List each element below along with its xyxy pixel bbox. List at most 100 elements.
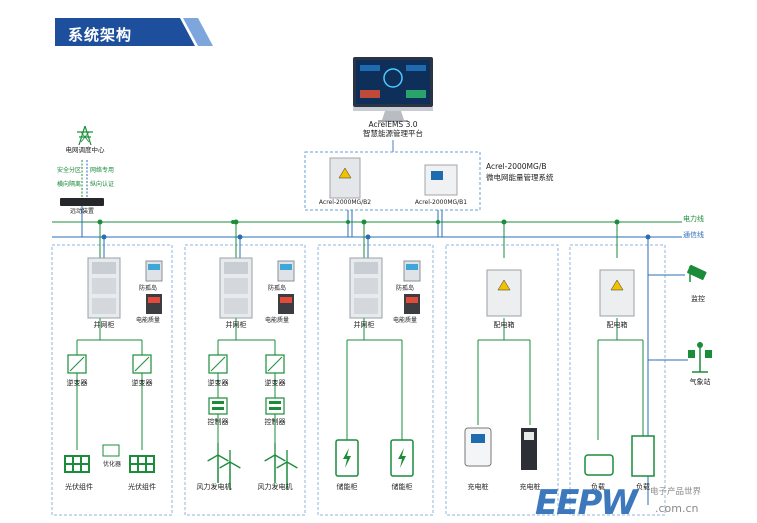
weather-station-icon xyxy=(688,342,712,373)
pv-cell xyxy=(131,457,137,463)
controller-bar xyxy=(269,401,281,404)
anti-island-label: 防孤岛 xyxy=(138,285,158,292)
optimizer-label: 优化器 xyxy=(102,461,122,468)
distribution-box xyxy=(486,269,522,317)
controller-icon xyxy=(265,397,285,415)
cabinet-panel xyxy=(92,262,116,274)
watermark-url: .com.cn xyxy=(655,502,699,515)
cabinet-b1-label: Acrel-2000MG/B1 xyxy=(414,199,468,206)
pv-cell xyxy=(82,465,88,471)
charger-icon xyxy=(464,427,492,467)
monitor-label: 监控 xyxy=(691,295,705,303)
grid-cabinet-label: 并网柜 xyxy=(353,321,375,329)
power-node-dot xyxy=(501,219,507,225)
storage-label: 储能柜 xyxy=(391,483,413,491)
weather-label: 气象站 xyxy=(689,378,711,386)
turbine-blade xyxy=(286,461,298,469)
anti-island-label: 防孤岛 xyxy=(267,285,287,292)
charger-screen xyxy=(524,432,534,440)
controller-icon xyxy=(208,397,228,415)
charger-label: 充电桩 xyxy=(519,483,541,491)
device-screen xyxy=(148,264,160,270)
load-label: 负载 xyxy=(591,483,605,491)
turbine-blade xyxy=(219,461,231,469)
inverter-label: 逆变器 xyxy=(264,379,286,387)
cabinet-b1 xyxy=(424,164,458,196)
comm-line-label: 通信线 xyxy=(683,231,704,239)
pv-cell xyxy=(74,457,80,463)
turbine-blade xyxy=(276,461,288,469)
pv-label: 光伏组件 xyxy=(128,483,156,491)
inverter-mark xyxy=(210,356,226,372)
grid-tower-icon xyxy=(77,125,93,146)
grid-cabinet-label: 并网柜 xyxy=(93,321,115,329)
device-screen xyxy=(406,264,418,270)
group-storage xyxy=(317,244,434,516)
turbine-blade xyxy=(274,454,286,462)
wind-label: 风力发电机 xyxy=(196,483,232,491)
cabinet-panel xyxy=(354,278,378,294)
remote-device xyxy=(60,198,104,206)
dist-box-label: 配电箱 xyxy=(606,321,628,329)
turbine-blade xyxy=(207,454,219,462)
mg-name: Acrel-2000MG/B xyxy=(486,162,547,171)
inverter-mark xyxy=(134,356,150,372)
dist-box-label: 配电箱 xyxy=(493,321,515,329)
power-quality-label: 电能质量 xyxy=(392,317,418,324)
device-screen xyxy=(280,264,292,270)
watermark-logo: EEPW xyxy=(535,483,638,523)
pv-cell xyxy=(66,465,72,471)
inverter-label: 逆变器 xyxy=(66,379,88,387)
power-node-dot xyxy=(436,220,440,224)
load-cabinet-icon xyxy=(631,435,655,477)
watermark-cn: 电子产品世界 xyxy=(650,487,702,497)
pv-cell xyxy=(82,457,88,463)
tag-network-dedicated: 网络专用 xyxy=(90,167,115,174)
controller-bar xyxy=(212,401,224,404)
power-node-dot xyxy=(97,219,103,225)
power-node-dot xyxy=(361,219,367,225)
power-node-dot xyxy=(614,219,620,225)
mg-subtitle: 微电网能量管理系统 xyxy=(486,173,554,182)
controller-bar xyxy=(212,407,224,410)
cabinet-panel xyxy=(92,278,116,294)
warning-icon xyxy=(610,279,624,291)
pv-cell xyxy=(147,457,153,463)
mg-system-box xyxy=(304,151,481,211)
platform-subtitle: 智慧能源管理平台 xyxy=(363,129,423,138)
pv-cell xyxy=(66,457,72,463)
inverter-label: 逆变器 xyxy=(207,379,229,387)
cabinet-b2-label: Acrel-2000MG/B2 xyxy=(318,199,372,206)
turbine-blade xyxy=(264,454,276,462)
device-screen xyxy=(148,297,160,303)
warning-icon xyxy=(497,279,511,291)
power-node-dot xyxy=(231,220,235,224)
remote-device-label: 远动装置 xyxy=(69,208,95,215)
tag-horizontal-isolation: 横向隔离 xyxy=(57,181,82,188)
charger-screen xyxy=(471,434,485,443)
load-generator-icon xyxy=(584,454,614,476)
power-node-dot xyxy=(346,220,350,224)
title-banner xyxy=(55,18,213,46)
grid-cabinet-label: 并网柜 xyxy=(225,321,247,329)
device-screen xyxy=(280,297,292,303)
device-screen xyxy=(406,297,418,303)
distribution-box xyxy=(599,269,635,317)
controller-label: 控制器 xyxy=(264,418,286,426)
power-quality-label: 电能质量 xyxy=(264,317,290,324)
inverter-mark xyxy=(267,356,283,372)
turbine-blade xyxy=(229,461,241,469)
cabinet-panel xyxy=(354,262,378,274)
pv-label: 光伏组件 xyxy=(65,483,93,491)
power-line-label: 电力线 xyxy=(683,215,704,223)
group-charger xyxy=(445,244,559,516)
page-title: 系统架构 xyxy=(68,26,133,44)
cabinet-panel xyxy=(224,262,248,274)
pv-cell xyxy=(74,465,80,471)
lightning-icon xyxy=(343,448,351,468)
controller-bar xyxy=(269,407,281,410)
storage-label: 储能柜 xyxy=(336,483,358,491)
group-wind xyxy=(184,244,306,516)
optimizer-icon xyxy=(102,444,120,457)
